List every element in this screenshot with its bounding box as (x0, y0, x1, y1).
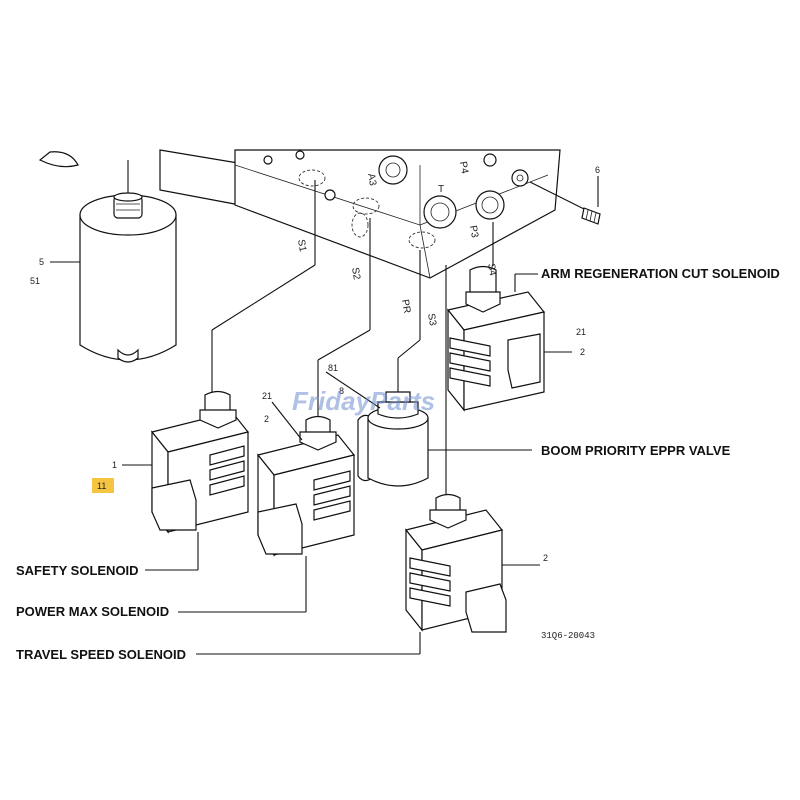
port-p3: P3 (467, 225, 480, 239)
boom-priority-eppr-valve-label: BOOM PRIORITY EPPR VALVE (541, 443, 731, 458)
item-number-21-left: 21 (262, 391, 272, 401)
travel-speed-solenoid-label: TRAVEL SPEED SOLENOID (16, 647, 186, 662)
port-s3: S3 (425, 313, 438, 327)
power-max-solenoid-label: POWER MAX SOLENOID (16, 604, 169, 619)
filter-cylinder (50, 160, 177, 363)
safety-solenoid-drawing (122, 180, 316, 571)
port-a3: A3 (365, 173, 378, 187)
item-number-8: 8 (339, 386, 344, 396)
item-number-2-arm-regen: 2 (580, 347, 585, 357)
watermark: FridayParts (292, 386, 435, 416)
item-number-5: 5 (39, 257, 44, 267)
highlight-box (92, 478, 114, 493)
valve-block (38, 149, 561, 279)
item-number-81: 81 (328, 363, 338, 373)
power-max-solenoid-drawing (178, 218, 371, 613)
item-number-51: 51 (30, 276, 40, 286)
port-s2: S2 (349, 267, 362, 281)
port-t: T (438, 184, 444, 195)
item-number-1: 1 (112, 460, 117, 470)
item-number-2-power-max: 2 (264, 414, 269, 424)
diagram-code: 31Q6-20043 (541, 631, 595, 641)
item-number-2-travel-speed: 2 (543, 553, 548, 563)
item-number-11: 11 (97, 481, 106, 491)
item-number-21-right: 21 (576, 327, 586, 337)
arm-regeneration-cut-solenoid-label: ARM REGENERATION CUT SOLENOID (541, 266, 780, 281)
travel-speed-solenoid-drawing (196, 265, 540, 655)
leader-21-left (271, 401, 303, 441)
port-s4: S4 (485, 263, 498, 277)
arm-regen-solenoid-drawing (446, 222, 572, 412)
port-s1: S1 (295, 239, 308, 253)
eppr-valve-drawing (357, 250, 532, 487)
port-p4: P4 (457, 161, 470, 175)
safety-solenoid-label: SAFETY SOLENOID (16, 563, 139, 578)
fitting-item-6 (529, 176, 601, 225)
item-number-6: 6 (595, 165, 600, 175)
leader-81 (325, 371, 381, 409)
port-pr: PR (399, 299, 412, 315)
